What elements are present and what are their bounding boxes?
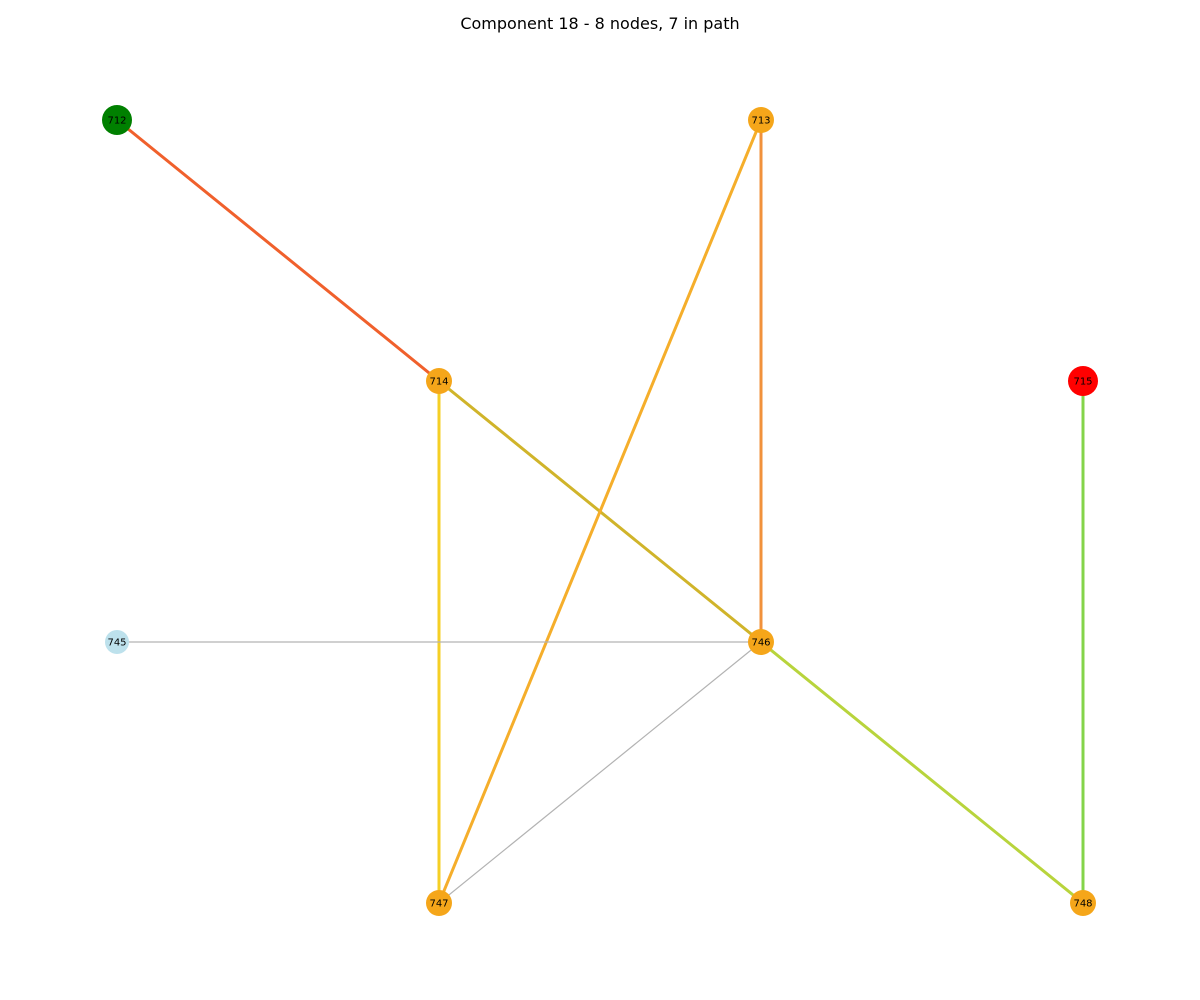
node-label-748: 748 xyxy=(1073,899,1092,910)
node-circle-747 xyxy=(426,890,452,916)
node-label-713: 713 xyxy=(751,116,770,127)
edges-layer xyxy=(115,118,1085,905)
node-circle-745 xyxy=(105,630,129,654)
node-label-747: 747 xyxy=(429,899,448,910)
edge-746-748 xyxy=(759,640,1085,905)
node-713: 713 xyxy=(748,107,774,133)
node-748: 748 xyxy=(1070,890,1096,916)
edge-713-747 xyxy=(437,118,763,905)
graph-title: Component 18 - 8 nodes, 7 in path xyxy=(460,14,739,33)
node-745: 745 xyxy=(105,630,129,654)
node-circle-746 xyxy=(748,629,774,655)
node-label-714: 714 xyxy=(429,377,448,388)
node-label-712: 712 xyxy=(107,116,126,127)
node-712: 712 xyxy=(102,105,132,135)
node-746: 746 xyxy=(748,629,774,655)
node-circle-714 xyxy=(426,368,452,394)
node-label-745: 745 xyxy=(107,638,126,649)
node-circle-712 xyxy=(102,105,132,135)
node-714: 714 xyxy=(426,368,452,394)
node-circle-715 xyxy=(1068,366,1098,396)
node-747: 747 xyxy=(426,890,452,916)
node-circle-713 xyxy=(748,107,774,133)
node-label-746: 746 xyxy=(751,638,770,649)
node-label-715: 715 xyxy=(1073,377,1092,388)
edge-712-714 xyxy=(115,118,441,383)
node-circle-748 xyxy=(1070,890,1096,916)
edge-746-747 xyxy=(438,641,762,904)
node-715: 715 xyxy=(1068,366,1098,396)
nodes-layer: 712 713 714 715 745 746 747 748 xyxy=(102,105,1098,916)
